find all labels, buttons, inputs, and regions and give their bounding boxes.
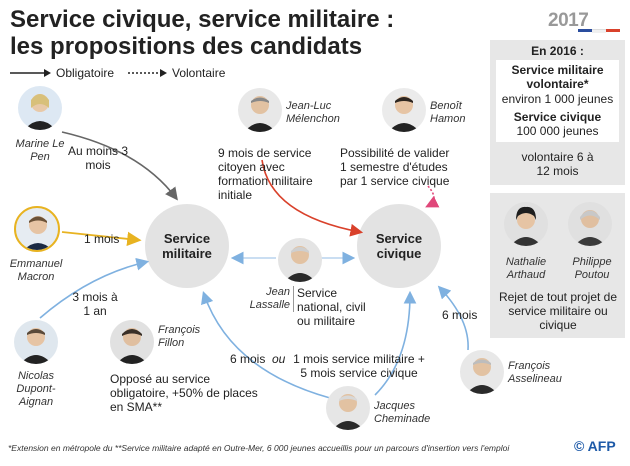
poutou-portrait (568, 202, 612, 246)
cheminade-military-proposal: 6 mois (230, 352, 266, 366)
info-2016-heading: En 2016 : (531, 44, 584, 58)
lassalle-portrait (278, 238, 322, 282)
person-icon (388, 96, 420, 132)
person-icon (510, 206, 542, 246)
info-military-value: environ 1 000 jeunes (501, 92, 614, 106)
macron-portrait (14, 206, 60, 252)
hamon-proposal: Possibilité de valider 1 semestre d'étud… (340, 146, 450, 188)
poutou-name: Philippe Poutou (572, 256, 612, 281)
legend-voluntary: Volontaire (172, 66, 226, 80)
melenchon-arrow (261, 159, 364, 237)
lassalle-name: Jean Lassalle (249, 286, 290, 311)
title-line-1: Service civique, service militaire : (10, 6, 395, 33)
person-icon (116, 328, 148, 364)
info-military-title: Service militaire volontaire* (511, 63, 604, 91)
melenchon-name: Jean-Luc Mélenchon (286, 100, 340, 125)
fillon-name: François Fillon (158, 324, 201, 349)
flag-white-stripe (592, 29, 606, 33)
cheminade-portrait (326, 386, 370, 430)
person-icon (574, 210, 606, 246)
afp-credit: © AFP (574, 438, 616, 454)
civic-service-hub: Service civique (357, 204, 441, 288)
dupont-name: Nicolas Dupont-Aignan (16, 370, 56, 408)
person-icon (332, 394, 364, 430)
cheminade-arrow-civic (374, 290, 417, 396)
arthaud-portrait (504, 202, 548, 246)
asselineau-portrait (460, 350, 504, 394)
macron-proposal: 1 mois (84, 232, 120, 246)
civic-hub-label: Service civique (375, 231, 423, 261)
cheminade-or: ou (272, 352, 286, 366)
brand-year: 2017 (548, 10, 589, 31)
lassalle-proposal: Service national, civil ou militaire (297, 286, 366, 328)
lassalle-divider (293, 286, 294, 312)
person-icon (466, 358, 498, 394)
person-icon (244, 96, 276, 132)
rejection-proposal: Rejet de tout projet de service militair… (498, 290, 618, 332)
military-hub-label: Service militaire (162, 231, 212, 261)
macron-arrow (61, 231, 142, 247)
page-title: Service civique, service militaire : les… (10, 6, 394, 60)
person-icon (24, 94, 56, 130)
hamon-portrait (382, 88, 426, 132)
lepen-name: Marine Le Pen (15, 138, 65, 163)
dupont-arrow (39, 257, 150, 319)
asselineau-name: François Asselineau (508, 360, 562, 385)
person-icon (20, 328, 52, 364)
info-civic-note: volontaire 6 à 12 mois (521, 150, 594, 178)
dupont-portrait (14, 320, 58, 364)
melenchon-proposal: 9 mois de service citoyen avec formation… (218, 146, 313, 202)
info-civic-value: 100 000 jeunes (516, 124, 599, 138)
asselineau-proposal: 6 mois (442, 308, 478, 322)
hamon-arrow (425, 185, 440, 208)
arthaud-name: Nathalie Arthaud (505, 256, 547, 281)
person-icon (284, 246, 316, 282)
lepen-arrow (61, 131, 178, 201)
macron-name: Emmanuel Macron (9, 258, 63, 283)
info-civic-title: Service civique (513, 110, 602, 124)
fillon-portrait (110, 320, 154, 364)
legend (10, 69, 167, 77)
cheminade-arrow-military (201, 290, 331, 399)
dupont-proposal: 3 mois à 1 an (72, 290, 118, 318)
lepen-proposal: Au moins 3 mois (67, 144, 129, 172)
footnote: *Extension en métropole du **Service mil… (8, 443, 510, 453)
legend-mandatory: Obligatoire (56, 66, 115, 80)
fillon-proposal: Opposé au service obligatoire, +50% de p… (110, 372, 258, 414)
title-line-2: les propositions des candidats (10, 33, 363, 60)
military-service-hub: Service militaire (145, 204, 229, 288)
hamon-name: Benoît Hamon (430, 100, 466, 125)
flag-red-stripe (606, 29, 620, 32)
person-icon (24, 216, 52, 250)
election-2017-logo: 2017 (548, 10, 589, 32)
melenchon-portrait (238, 88, 282, 132)
lepen-portrait (18, 86, 62, 130)
info-2016-white-panel (496, 60, 619, 142)
cheminade-name: Jacques Cheminade (374, 400, 431, 425)
flag-blue-stripe (578, 29, 592, 32)
asselineau-arrow (437, 285, 469, 351)
cheminade-proposal: 1 mois service militaire + 5 mois servic… (293, 352, 425, 380)
